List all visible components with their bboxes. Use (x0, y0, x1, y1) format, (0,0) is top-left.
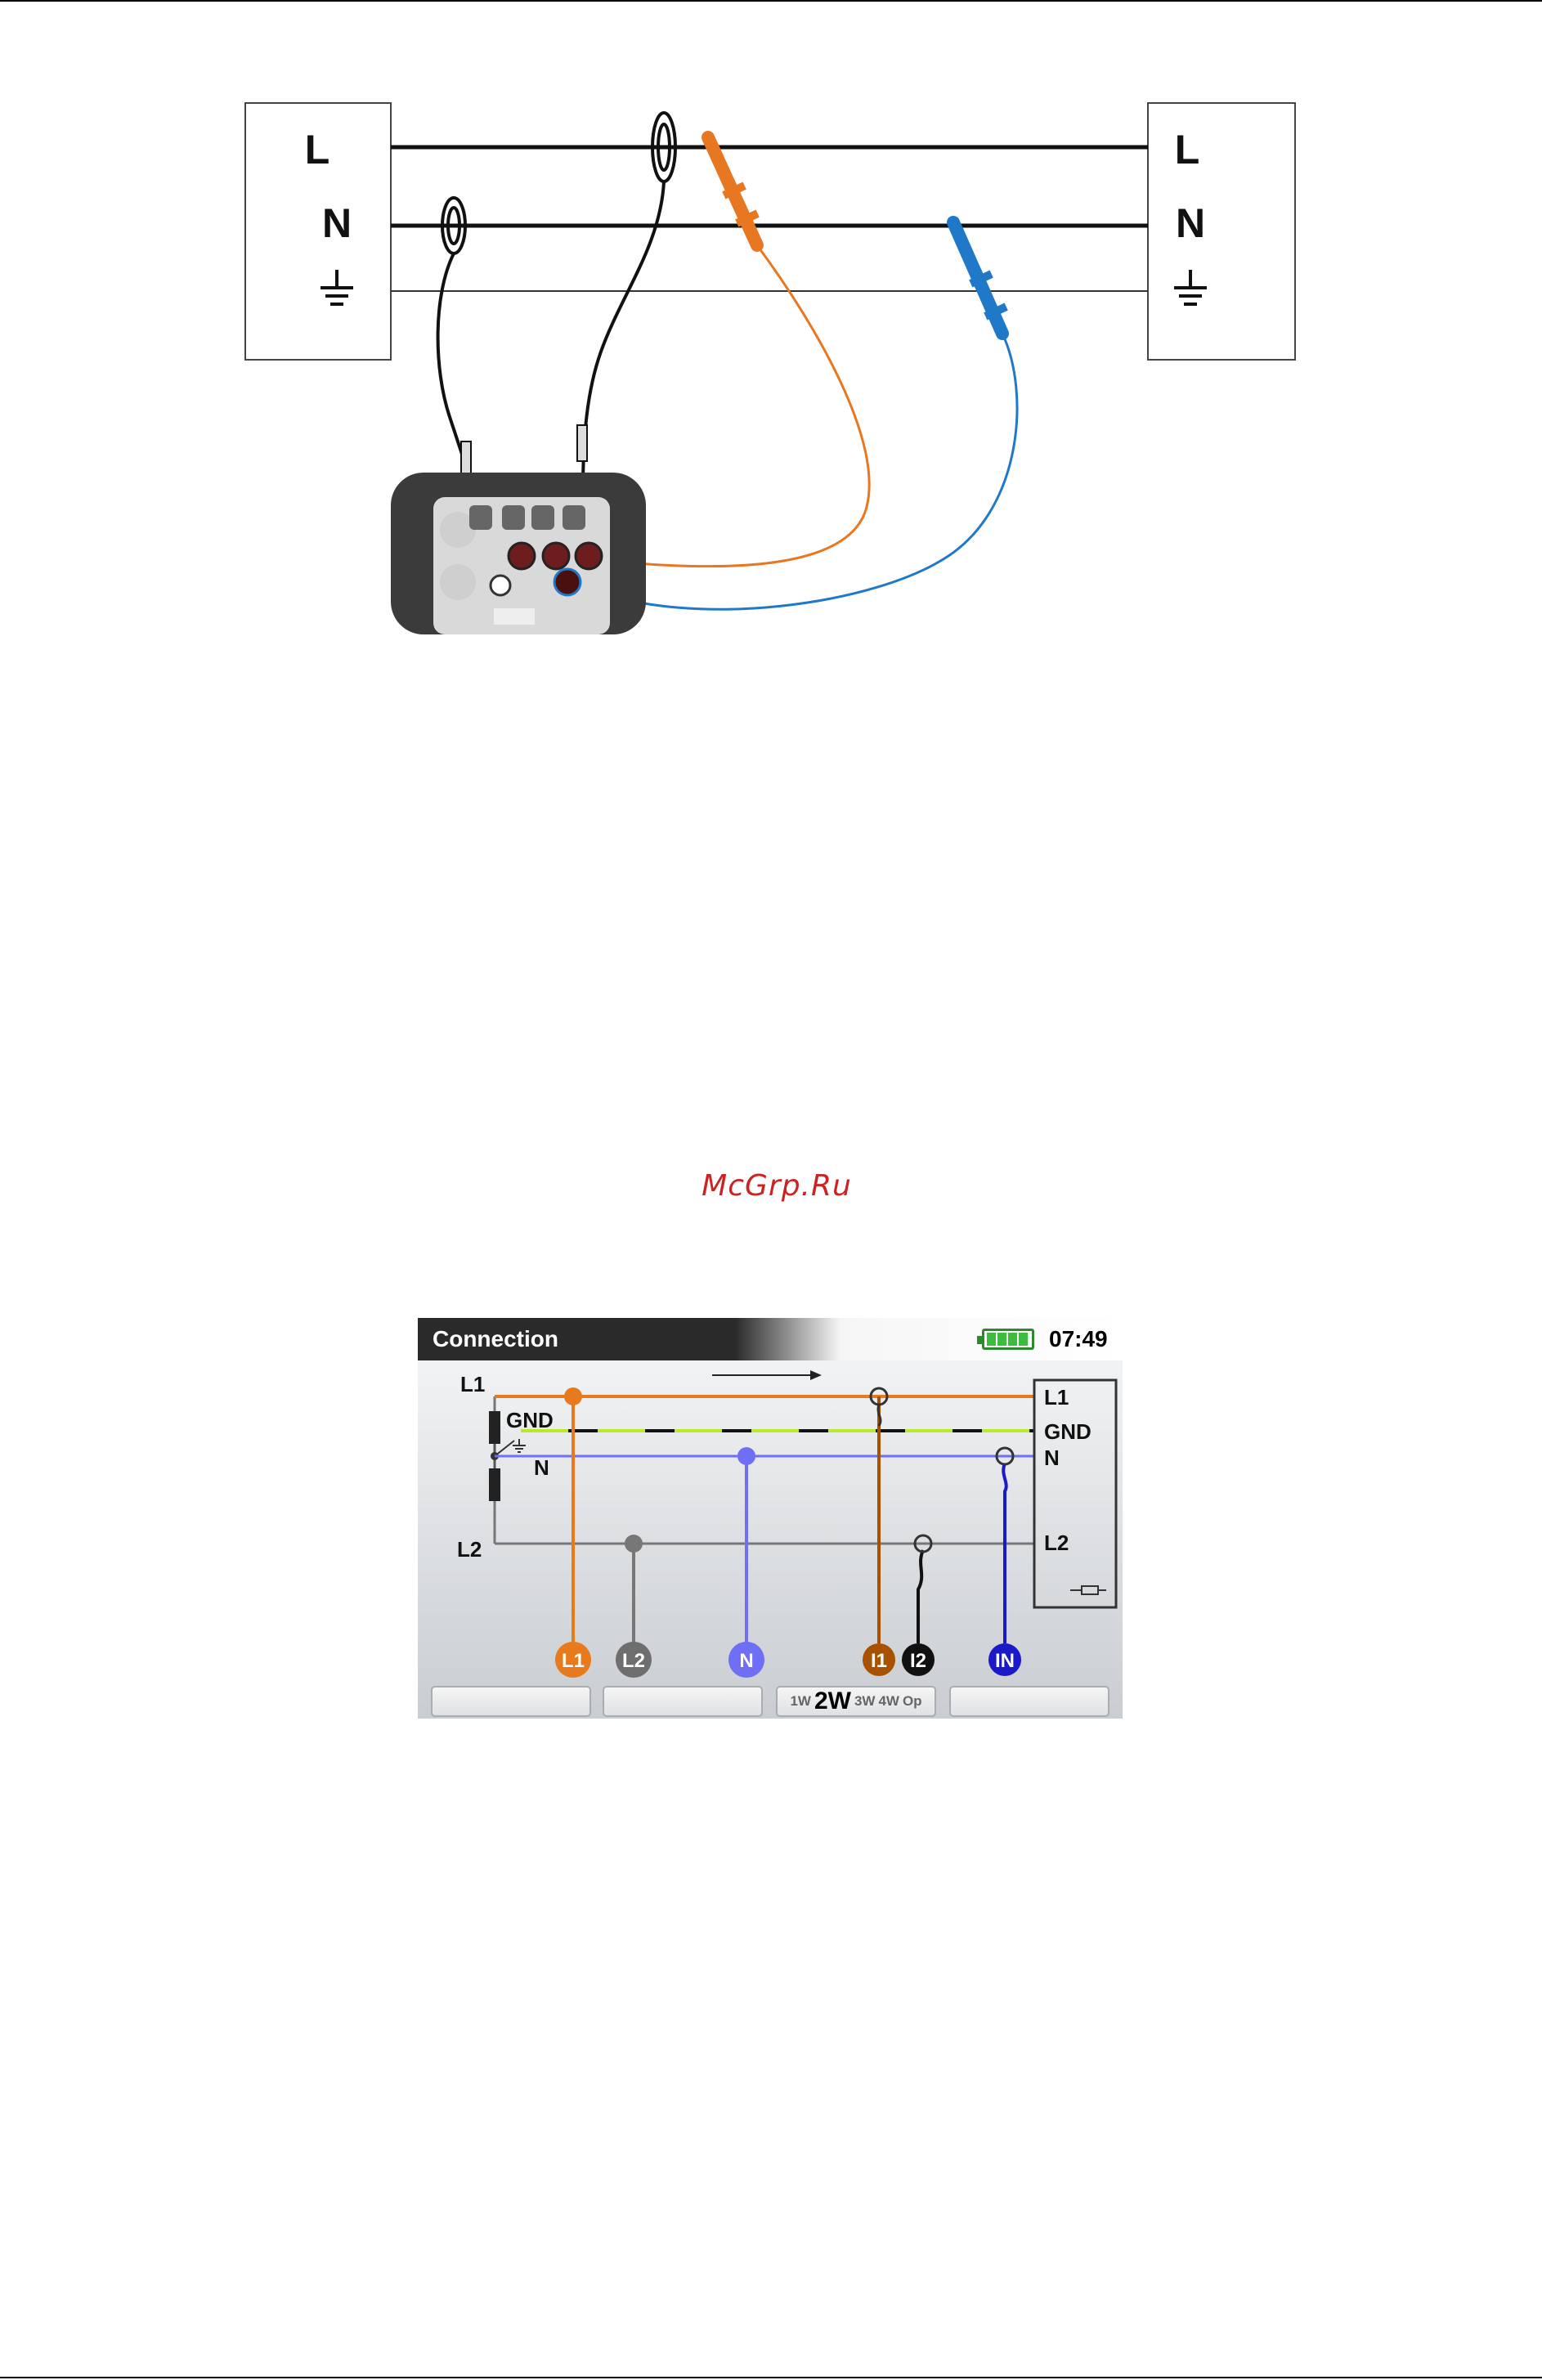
svg-text:L1: L1 (562, 1650, 585, 1672)
neutral-voltage-lead (589, 334, 1017, 609)
source-winding-l1 (489, 1411, 500, 1444)
connection-diagram: L1 GND N L2 L1 GND N L2 L1 (418, 1360, 1123, 1683)
load-gnd-label: GND (1044, 1419, 1092, 1444)
clamp-line-cable (582, 182, 664, 523)
load-neutral-label: N (1176, 200, 1205, 246)
watermark: McGrp.Ru (646, 1169, 908, 1203)
svg-text:I2: I2 (910, 1650, 926, 1672)
source-neutral-label: N (322, 200, 352, 246)
terminal-in: IN (988, 1643, 1021, 1676)
battery-icon (982, 1329, 1034, 1350)
screen-title: Connection (433, 1326, 558, 1352)
page-bottom-rule (0, 2377, 1542, 2378)
mode-4w: 4W (878, 1693, 899, 1710)
connection-mode-key[interactable]: 1W 2W 3W 4W Op (776, 1686, 936, 1717)
l2-tap-dot (625, 1535, 643, 1553)
mode-op: Op (903, 1693, 922, 1710)
svg-text:N: N (739, 1650, 753, 1672)
function-keys: 1W 2W 3W 4W Op (418, 1683, 1123, 1719)
source-gnd-label: GND (506, 1408, 554, 1432)
wiring-figure: L N L N (0, 0, 1542, 654)
clock: 07:49 (1049, 1326, 1108, 1352)
terminal-n: N (728, 1642, 764, 1678)
load-box (1148, 103, 1295, 360)
source-l1-label: L1 (460, 1372, 485, 1396)
neutral-voltage-probe-icon (953, 222, 1008, 334)
ground-icon (513, 1439, 526, 1452)
load-line-label: L (1175, 127, 1200, 173)
terminal-i2: I2 (902, 1643, 935, 1676)
source-winding-l2 (489, 1468, 500, 1501)
terminal-i1: I1 (863, 1643, 895, 1676)
load-box (1034, 1380, 1116, 1607)
clamp-line-plug (577, 425, 587, 461)
source-l2-label: L2 (457, 1537, 482, 1562)
load-l1-label: L1 (1044, 1385, 1069, 1410)
instrument-top-panel (391, 473, 646, 634)
load-resistor-icon (1070, 1586, 1106, 1594)
load-n-label: N (1044, 1445, 1060, 1470)
energy-direction-arrow-icon (712, 1370, 822, 1380)
clamp-neutral-plug (461, 441, 471, 477)
mode-1w: 1W (790, 1693, 811, 1710)
mode-2w-selected: 2W (814, 1688, 851, 1715)
screen-header: Connection 07:49 (418, 1318, 1123, 1360)
n-tap-dot (737, 1447, 755, 1465)
f2-key[interactable] (603, 1686, 763, 1717)
source-n-label: N (534, 1455, 549, 1480)
l1-tap-dot (564, 1387, 582, 1405)
svg-text:IN: IN (995, 1650, 1015, 1672)
f1-key[interactable] (431, 1686, 591, 1717)
connection-screen: Connection 07:49 (418, 1318, 1123, 1719)
source-line-label: L (305, 127, 330, 173)
load-l2-label: L2 (1044, 1531, 1069, 1555)
mode-3w: 3W (854, 1693, 876, 1710)
f4-key[interactable] (949, 1686, 1109, 1717)
line-voltage-probe-icon (708, 136, 760, 245)
terminal-l1: L1 (555, 1642, 591, 1678)
svg-text:I1: I1 (871, 1650, 887, 1672)
terminal-l2: L2 (616, 1642, 652, 1678)
svg-text:L2: L2 (622, 1650, 645, 1672)
